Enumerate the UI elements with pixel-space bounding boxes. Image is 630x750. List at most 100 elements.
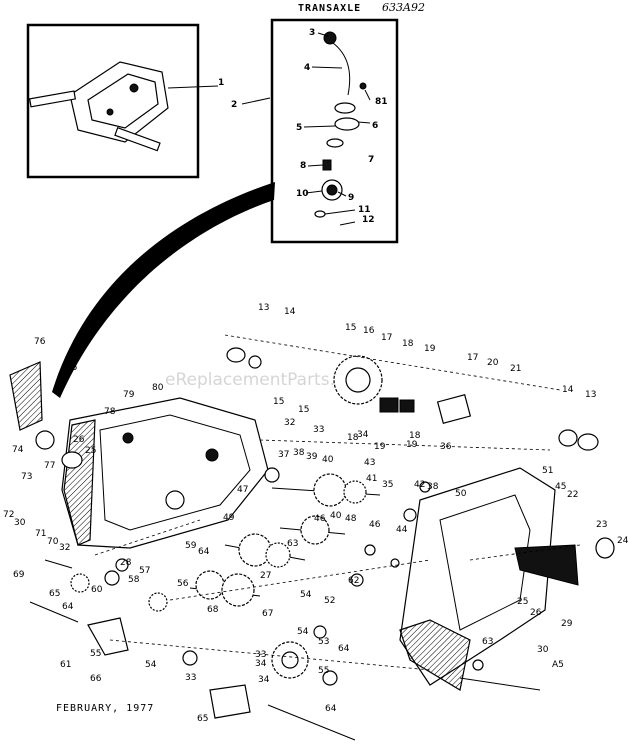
callout: 39 — [306, 452, 318, 462]
callout: 23 — [596, 520, 607, 530]
callout: 19 — [374, 442, 386, 452]
callout: 1 — [218, 78, 224, 88]
callout: 26 — [530, 608, 542, 618]
callout: 48 — [345, 514, 357, 524]
assembly-guide-lines — [94, 334, 581, 671]
callout: 20 — [487, 358, 499, 368]
callout: 4 — [304, 63, 310, 73]
callout: 64 — [338, 644, 350, 654]
callout: 40 — [322, 455, 334, 465]
callout: 18 — [347, 433, 359, 443]
callout: 47 — [237, 485, 248, 495]
callout: 71 — [35, 529, 46, 539]
callout: 14 — [284, 307, 296, 317]
callout: 32 — [59, 543, 70, 553]
callout: 2 — [231, 100, 237, 110]
callout: 34 — [357, 430, 369, 440]
callout: 58 — [128, 575, 140, 585]
callout: 25 — [517, 597, 528, 607]
callout: 8 — [300, 161, 306, 171]
callout: 32 — [284, 418, 295, 428]
callout: 38 — [293, 448, 305, 458]
callout: 12 — [362, 215, 375, 225]
callout: 5 — [296, 123, 302, 133]
left-housing-illustration — [9, 361, 269, 549]
callout: 81 — [375, 97, 388, 107]
callout: 64 — [62, 602, 74, 612]
callout: 33 — [255, 650, 266, 660]
callout: 29 — [561, 619, 573, 629]
callout: 56 — [177, 579, 189, 589]
callout: 10 — [296, 189, 309, 199]
callout: 68 — [207, 605, 219, 615]
callout: 33 — [185, 673, 196, 683]
callout: 22 — [567, 490, 578, 500]
callout: 28 — [120, 558, 132, 568]
callout: 55 — [90, 649, 101, 659]
callout: 50 — [455, 489, 467, 499]
middle-gears-illustration — [189, 467, 431, 607]
callout: 30 — [537, 645, 549, 655]
connector-band — [52, 182, 275, 398]
right-housing-illustration — [399, 467, 615, 691]
callout: 70 — [47, 537, 59, 547]
callout: 54 — [145, 660, 157, 670]
callout: 17 — [467, 353, 478, 363]
callout: 34 — [255, 659, 267, 669]
callout: 79 — [123, 390, 135, 400]
callout: 43 — [364, 458, 375, 468]
callout: 60 — [91, 585, 103, 595]
callout: 64 — [198, 547, 210, 557]
shifter-box — [270, 18, 399, 244]
callout: 33 — [313, 425, 324, 435]
callout: 18 — [409, 431, 421, 441]
footer-code: A5 — [552, 660, 564, 670]
callout: 77 — [44, 461, 55, 471]
callout: 76 — [34, 337, 46, 347]
callout: 26 — [73, 435, 85, 445]
callout: 19 — [424, 344, 436, 354]
upper-shaft-illustration — [226, 347, 599, 451]
callout: 64 — [325, 704, 337, 714]
callout: 16 — [363, 326, 375, 336]
callout: 17 — [381, 333, 392, 343]
callout: 72 — [3, 510, 14, 520]
callout: 75 — [66, 363, 77, 373]
callout: 62 — [348, 576, 359, 586]
callout: 18 — [402, 339, 414, 349]
lower-shaft-illustration — [29, 558, 541, 741]
callout: 53 — [318, 637, 329, 647]
callout: 69 — [13, 570, 25, 580]
callout: 24 — [617, 536, 629, 546]
callout: 54 — [300, 590, 312, 600]
diagram-title: TRANSAXLE — [298, 3, 361, 14]
callout: 49 — [223, 513, 235, 523]
callout: 7 — [368, 155, 374, 165]
callout: 61 — [60, 660, 71, 670]
transaxle-assembly-illustration — [28, 61, 219, 152]
callout: 46 — [369, 520, 381, 530]
callout: 67 — [262, 609, 273, 619]
callout: 57 — [139, 566, 150, 576]
callout: 37 — [278, 450, 289, 460]
callout: 27 — [260, 571, 271, 581]
callout: 34 — [258, 675, 270, 685]
callout: 51 — [542, 466, 553, 476]
callout: 66 — [90, 674, 102, 684]
callout-labels: 1 2 3 4 5 6 7 8 9 10 11 12 81 13 14 15 1… — [3, 28, 629, 724]
callout: 30 — [14, 518, 26, 528]
callout: 9 — [348, 193, 354, 203]
callout: 44 — [396, 525, 408, 535]
callout: 15 — [345, 323, 356, 333]
callout: 25 — [85, 446, 96, 456]
model-number: 633A92 — [382, 1, 425, 14]
callout: 15 — [273, 397, 284, 407]
leader-lines — [241, 32, 371, 215]
callout: 78 — [104, 407, 116, 417]
callout: 59 — [185, 541, 197, 551]
callout: 65 — [49, 589, 60, 599]
callout: 54 — [297, 627, 309, 637]
watermark: eReplacementParts.com — [165, 370, 371, 390]
callout: 52 — [324, 596, 335, 606]
callout: 74 — [12, 445, 24, 455]
